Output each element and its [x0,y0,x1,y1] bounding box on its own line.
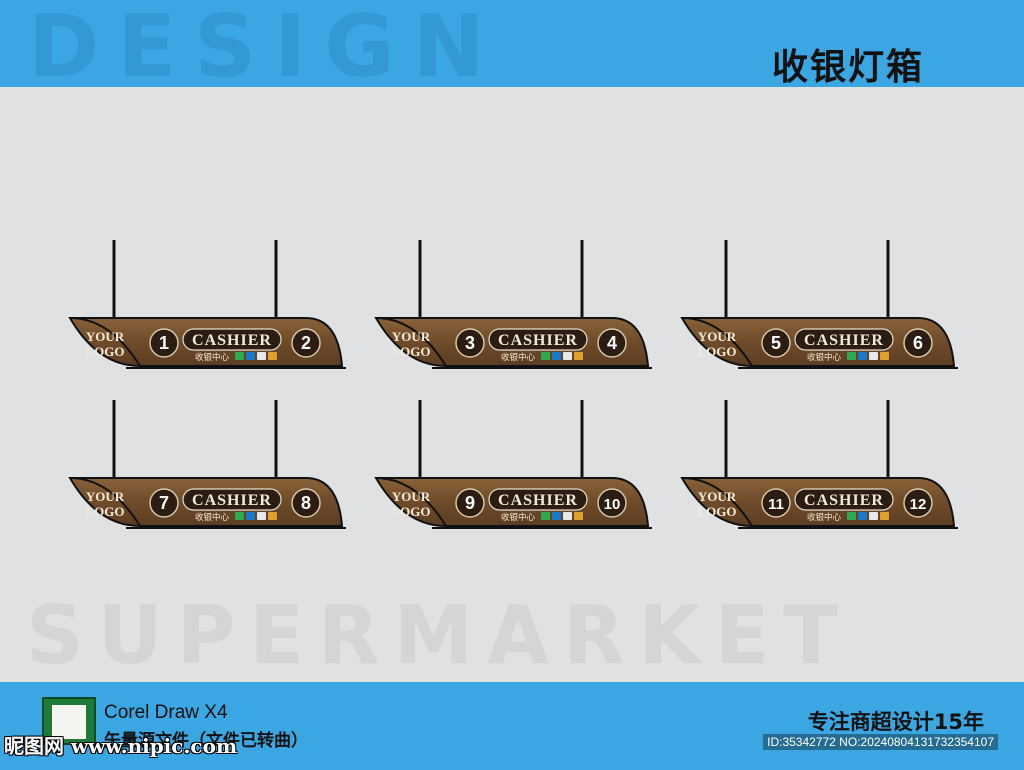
sign-number-left: 11 [768,496,784,513]
coreldraw-logo-icon [42,697,96,745]
sign-logo-line1: YOUR [698,329,737,344]
sign-number-right: 2 [301,333,311,353]
sign-logo-line1: YOUR [392,489,431,504]
header-bar: DESIGN 收银灯箱 [0,0,1024,87]
sign-cashier-sublabel: 收银中心 [501,512,536,523]
sign-cashier-sublabel: 收银中心 [807,512,842,523]
header-background-word: DESIGN [28,0,503,87]
sign-cashier-sublabel: 收银中心 [807,352,842,363]
sign-number-right: 4 [607,333,617,353]
sign-logo-line2: LOGO [391,504,430,519]
sign-cashier-label: CASHIER [192,332,272,349]
sign-cashier-label: CASHIER [498,492,578,509]
sign-cashier-sublabel: 收银中心 [195,512,230,523]
sign-logo-line1: YOUR [86,329,125,344]
sign-logo-line1: YOUR [86,489,125,504]
sign-cashier-label: CASHIER [804,492,884,509]
sign-logo-line2: LOGO [85,504,124,519]
sign-number-left: 9 [465,493,475,513]
footer-bar [0,682,1024,770]
sign-number-left: 7 [159,493,169,513]
image-id-line: ID:35342772 NO:20240804131732354107 [763,734,998,750]
sign-number-left: 5 [771,333,781,353]
software-label: Corel Draw X4 [104,702,228,723]
sign-number-left: 1 [159,333,169,353]
slogan: 专注商超设计15年 [807,710,984,734]
sign-number-right: 10 [604,496,621,513]
sign-number-right: 6 [913,333,923,353]
sign-logo-line1: YOUR [392,329,431,344]
sign-logo-line2: LOGO [391,344,430,359]
page-title: 收银灯箱 [771,47,924,87]
background-word: SUPERMARKET [26,589,852,682]
sign-cashier-label: CASHIER [192,492,272,509]
sign-logo-line2: LOGO [697,504,736,519]
sign-cashier-sublabel: 收银中心 [195,352,230,363]
sign-logo-line2: LOGO [85,344,124,359]
sign-number-right: 8 [301,493,311,513]
sign-logo-line2: LOGO [697,344,736,359]
source-note: 矢量源文件（文件已转曲） [104,731,308,751]
site-watermark: 昵图网 www.nipic.com [4,734,238,758]
sign-number-left: 3 [465,333,475,353]
sign-cashier-label: CASHIER [498,332,578,349]
sign-cashier-label: CASHIER [804,332,884,349]
sign-logo-line1: YOUR [698,489,737,504]
sign-cashier-sublabel: 收银中心 [501,352,536,363]
sign-number-right: 12 [910,496,927,513]
